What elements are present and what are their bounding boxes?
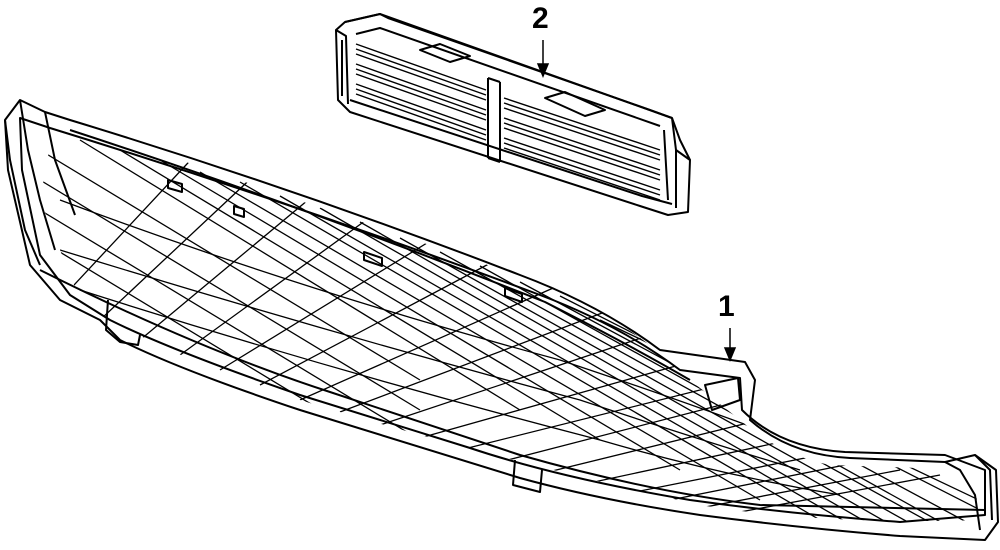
grille-right-pad xyxy=(704,377,741,411)
shutter-louvers-right xyxy=(503,97,661,201)
leader-arrow-1 xyxy=(723,328,737,362)
grille-right-end xyxy=(944,454,993,531)
shutter-right-cap xyxy=(663,117,691,208)
grille-top-flange xyxy=(69,129,691,381)
lower-grille xyxy=(4,99,999,541)
grille-outer-frame xyxy=(4,99,999,541)
shutter-housing xyxy=(335,13,691,216)
shutter-tab-right xyxy=(544,91,606,117)
shutter-bottom-rail xyxy=(349,99,673,205)
shutter-tab-left xyxy=(419,43,471,63)
grille-bottom-tab-right xyxy=(512,459,543,493)
grille-top-clip-4 xyxy=(504,287,523,303)
grille-shutter-assembly xyxy=(335,13,691,216)
shutter-left-cap xyxy=(335,29,349,105)
leader-arrow-2 xyxy=(536,40,550,78)
grille-mesh xyxy=(40,139,978,521)
shutter-louvers-left xyxy=(355,43,487,141)
shutter-center-divider xyxy=(487,77,501,163)
grille-top-clip-1 xyxy=(167,179,183,193)
callout-label-1: 1 xyxy=(718,290,735,323)
grille-bottom-tab-left xyxy=(105,299,141,346)
callout-label-2: 2 xyxy=(532,2,549,35)
grille-top-clip-3 xyxy=(363,251,383,267)
